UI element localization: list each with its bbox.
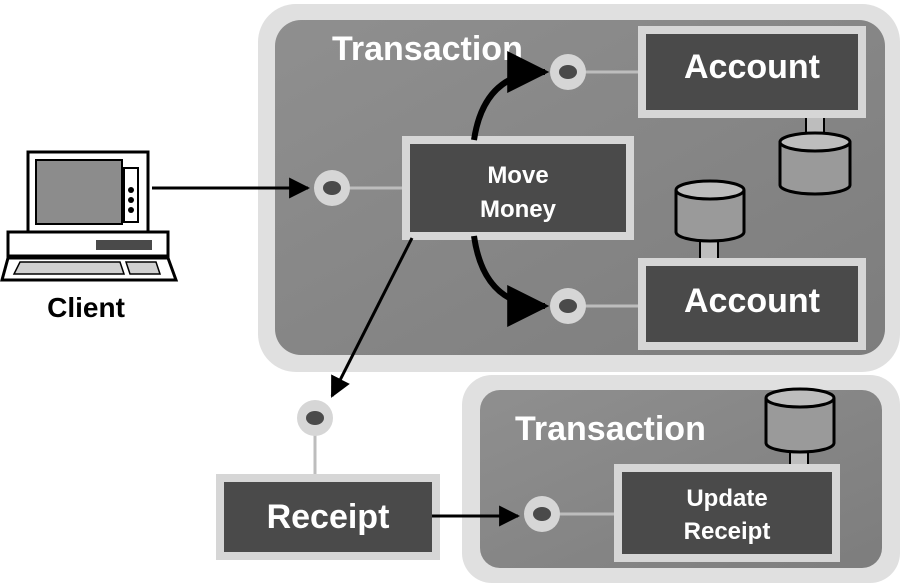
receipt-label: Receipt [267, 498, 390, 536]
update-receipt-line1: Update [686, 485, 767, 512]
database-icon-receipt [764, 387, 836, 471]
account-top-label: Account [684, 48, 820, 86]
arrows [152, 51, 550, 527]
database-icon-account-bottom [674, 179, 746, 261]
port-account-top [550, 54, 586, 90]
port-move-money [314, 170, 350, 206]
arrow-move-money-to-account-bottom [471, 235, 550, 327]
update-receipt-box: Update Receipt [614, 464, 840, 562]
port-account-bottom [550, 288, 586, 324]
arrow-move-money-to-account-top [471, 51, 550, 141]
arrow-move-money-to-receipt [330, 237, 414, 398]
account-top-box: Account [638, 26, 866, 118]
transaction-main-title: Transaction [332, 30, 523, 68]
port-update-receipt [524, 496, 560, 532]
account-bottom-box: Account [638, 258, 866, 350]
update-receipt-line2: Receipt [684, 518, 771, 545]
client-computer-icon [0, 150, 179, 282]
move-money-line1: Move [487, 162, 548, 189]
client-label: Client [47, 292, 125, 323]
connector-lines [313, 70, 642, 516]
move-money-line2: Money [480, 196, 557, 223]
database-icon-account-top [778, 111, 852, 196]
transaction-receipt-title: Transaction [515, 410, 706, 448]
port-receipt [297, 400, 333, 436]
receipt-box: Receipt [216, 474, 440, 560]
move-money-box: Move Money [402, 136, 634, 240]
account-bottom-label: Account [684, 282, 820, 320]
